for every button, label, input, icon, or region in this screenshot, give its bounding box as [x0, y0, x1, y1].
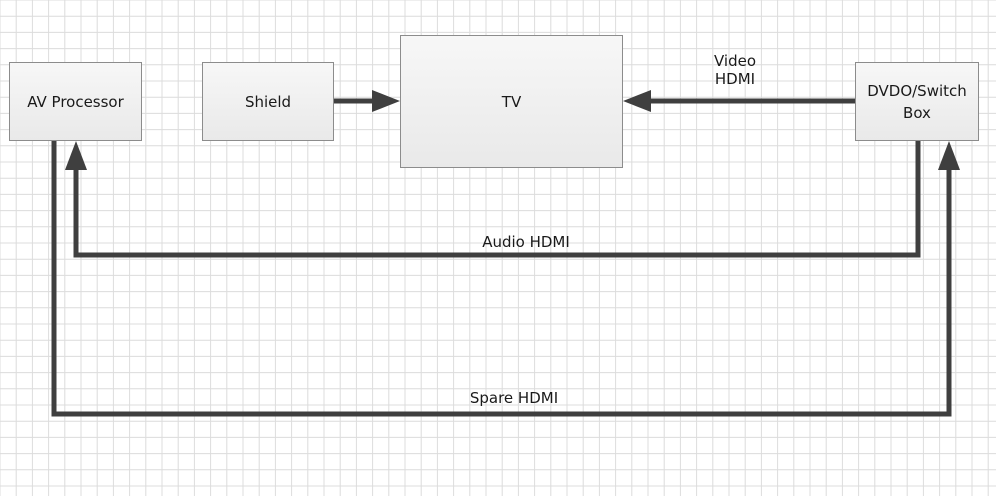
video-hdmi-label-line-2: HDMI	[714, 70, 756, 88]
tv-box: TV	[400, 35, 623, 168]
spare-hdmi-arrowhead	[938, 141, 960, 170]
audio-hdmi-arrowhead	[65, 141, 87, 170]
shield-label: Shield	[244, 92, 292, 111]
dvdo-label-line-2: Box	[903, 103, 931, 122]
video-hdmi-label-line-1: Video	[713, 52, 757, 70]
tv-label: TV	[501, 92, 522, 111]
shield-to-tv-arrowhead	[372, 90, 400, 112]
spare-hdmi-connector	[51, 140, 952, 417]
audio-hdmi-label: Audio HDMI	[482, 233, 570, 251]
shield-box: Shield	[202, 62, 334, 141]
av-processor-box: AV Processor	[9, 62, 142, 141]
spare-hdmi-label: Spare HDMI	[469, 389, 559, 407]
video-hdmi-arrowhead	[623, 90, 651, 112]
audio-hdmi-connector	[73, 140, 921, 258]
av-processor-label: AV Processor	[27, 92, 124, 111]
video-hdmi-label: Video HDMI	[700, 52, 770, 88]
dvdo-switch-box: DVDO/Switch Box	[855, 62, 979, 141]
dvdo-label-line-1: DVDO/Switch	[867, 81, 967, 100]
